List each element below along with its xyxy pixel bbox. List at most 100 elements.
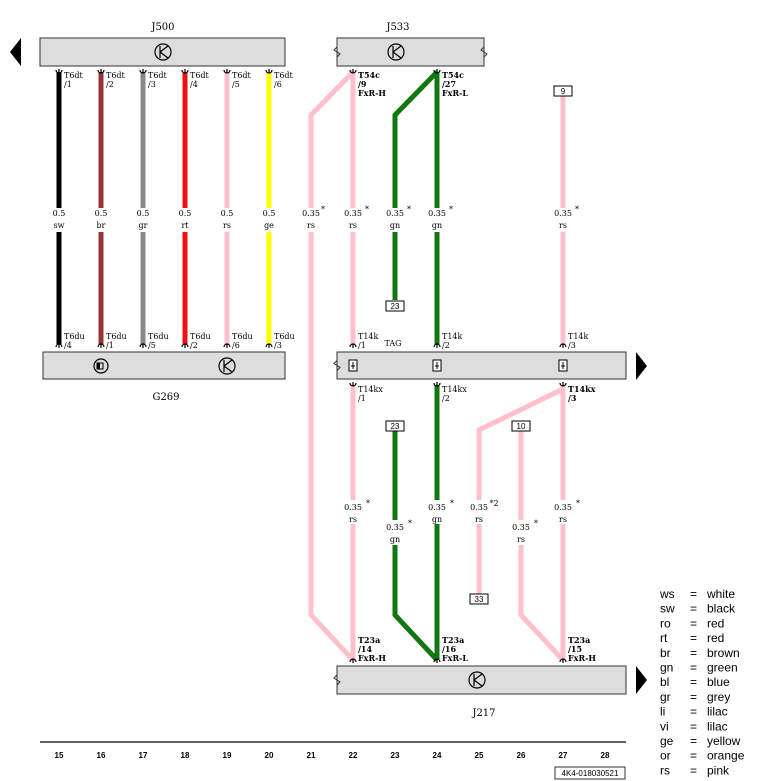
pin-label: /5 xyxy=(232,80,240,89)
wire-size-label: 0.5 xyxy=(137,209,150,218)
wire-size-label: 0.35 xyxy=(512,523,530,532)
pin-icon xyxy=(559,343,567,348)
wire-color-label: rs xyxy=(475,515,483,524)
legend-equals: = xyxy=(690,675,697,689)
wire-color-label: gn xyxy=(432,515,442,524)
pin-label: FxR-H xyxy=(358,88,386,98)
legend-equals: = xyxy=(690,705,697,719)
wire-size-label: 0.35 xyxy=(386,523,404,532)
wire-size-label: 0.35 xyxy=(470,503,488,512)
legend-equals: = xyxy=(690,763,697,777)
pin-label: T6du xyxy=(64,332,85,341)
legend-code: ge xyxy=(660,734,674,748)
legend-code: ro xyxy=(660,616,671,630)
wire-note-star: *2 xyxy=(489,499,498,508)
legend-code: ws xyxy=(659,587,675,601)
wire-note-star: * xyxy=(407,205,411,214)
connector-icon xyxy=(558,359,568,372)
column-number: 23 xyxy=(391,751,400,760)
legend-equals: = xyxy=(690,749,697,763)
pin-label: T14k xyxy=(568,332,589,341)
component-label-j217: J217 xyxy=(471,708,495,719)
legend-color-name: pink xyxy=(707,763,730,777)
wire-color-label: rs xyxy=(349,221,357,230)
break-line xyxy=(333,38,341,66)
legend-equals: = xyxy=(690,602,697,616)
pin-label: /1 xyxy=(64,80,72,89)
pin-label: /1 xyxy=(358,341,366,350)
legend-equals: = xyxy=(690,734,697,748)
control-unit-icon xyxy=(468,671,486,689)
wire-note-star: * xyxy=(366,499,370,508)
arrow-right-icon xyxy=(636,352,647,380)
control-unit-icon xyxy=(387,43,405,61)
wire-size-label: 0.35 xyxy=(428,503,446,512)
legend-color-name: grey xyxy=(707,690,730,704)
reference-box xyxy=(385,300,405,312)
wire-w23b xyxy=(392,545,439,662)
column-number: 16 xyxy=(97,751,106,760)
component-j500 xyxy=(39,37,286,67)
legend-equals: = xyxy=(690,661,697,675)
pin-label: T6du xyxy=(232,332,253,341)
pin-label: FxR-H xyxy=(358,653,386,663)
pin-label: /27 xyxy=(442,79,456,89)
wire-note-star: * xyxy=(575,205,579,214)
pin-icon xyxy=(55,343,63,348)
column-number: 28 xyxy=(601,751,610,760)
pin-label: /3 xyxy=(568,341,576,350)
pin-icon xyxy=(55,69,63,74)
pin-label: /2 xyxy=(190,341,198,350)
pin-label: T6du xyxy=(106,332,127,341)
pin-label: /1 xyxy=(106,341,114,350)
wire-size-label: 0.35 xyxy=(344,503,362,512)
arrow-right-icon xyxy=(636,666,647,694)
pin-icon xyxy=(349,658,357,663)
pin-icon xyxy=(223,69,231,74)
component-label-tag: TAG xyxy=(384,339,401,348)
wire-size-label: 0.35 xyxy=(428,209,446,218)
pin-label: T14k xyxy=(358,332,379,341)
pin-label: /4 xyxy=(190,80,198,89)
pin-label: FxR-L xyxy=(442,653,468,663)
legend-color-name: red xyxy=(707,631,724,645)
control-unit-icon xyxy=(218,357,236,375)
wire-color-label: gr xyxy=(139,221,148,230)
pin-label: T6dt xyxy=(64,71,84,80)
wire-size-label: 0.35 xyxy=(554,209,572,218)
wire-color-label: ge xyxy=(264,221,274,230)
component-tag xyxy=(336,351,627,380)
column-number: 27 xyxy=(559,751,568,760)
pin-label: FxR-L xyxy=(442,88,468,98)
pin-label: T54c xyxy=(358,70,380,80)
legend-equals: = xyxy=(690,719,697,733)
column-number: 21 xyxy=(307,751,316,760)
pin-label: T23a xyxy=(358,635,380,645)
pin-label: FxR-H xyxy=(568,653,596,663)
pin-label: T54c xyxy=(442,70,464,80)
pin-icon xyxy=(265,343,273,348)
reference-number: 23 xyxy=(391,422,400,431)
wire-color-label: rs xyxy=(307,221,315,230)
legend-code: rt xyxy=(660,631,668,645)
legend-code: li xyxy=(660,705,665,719)
column-number: 17 xyxy=(139,751,148,760)
wire-size-label: 0.5 xyxy=(263,209,276,218)
wire-color-label: rs xyxy=(223,221,231,230)
pin-label: /3 xyxy=(148,80,156,89)
legend-color-name: green xyxy=(707,661,738,675)
pin-icon xyxy=(265,69,273,74)
wire-color-label: rs xyxy=(559,515,567,524)
column-number: 24 xyxy=(433,751,442,760)
legend-color-name: brown xyxy=(707,646,740,660)
pin-label: T6dt xyxy=(274,71,294,80)
pin-icon xyxy=(349,343,357,348)
legend-code: gr xyxy=(660,690,671,704)
control-unit-icon xyxy=(154,43,172,61)
legend-code: rs xyxy=(660,763,670,777)
pin-icon xyxy=(181,343,189,348)
pin-label: /9 xyxy=(358,79,367,89)
legend-code: bl xyxy=(660,675,669,689)
legend-color-name: white xyxy=(706,587,735,601)
